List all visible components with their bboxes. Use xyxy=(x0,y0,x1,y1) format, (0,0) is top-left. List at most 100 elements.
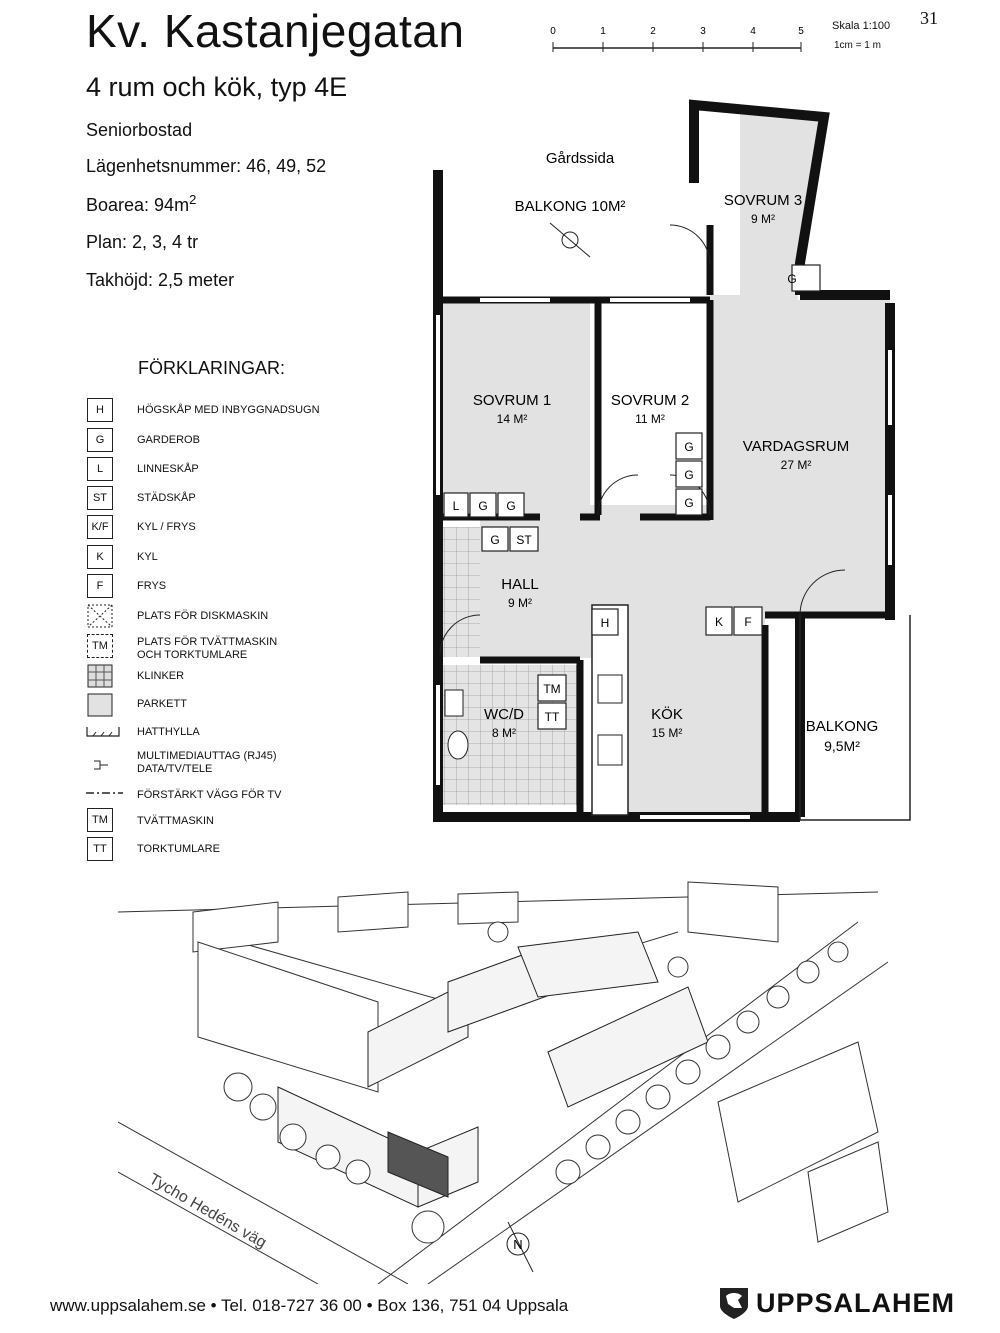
fixture-label: L xyxy=(453,499,460,513)
scale-tick: 5 xyxy=(798,26,804,37)
room-name: BALKONG xyxy=(806,718,879,735)
info-apartment-numbers: Lägenhetsnummer: 46, 49, 52 xyxy=(86,156,327,176)
legend-text: GARDEROB xyxy=(137,434,200,446)
sink xyxy=(597,734,623,766)
tree xyxy=(223,1072,253,1102)
info-area: Boarea: 94m2 xyxy=(86,192,196,216)
legend-symbol: G xyxy=(87,428,113,452)
legend-text: TVÄTTMASKIN xyxy=(137,815,215,827)
door-arc xyxy=(669,224,711,266)
tree xyxy=(411,1210,445,1244)
basin xyxy=(444,689,464,717)
tree xyxy=(345,1159,371,1185)
legend-symbol: TT xyxy=(87,837,113,861)
door-arc xyxy=(597,474,639,516)
room-name: HALL xyxy=(501,576,539,593)
room-name: SOVRUM 1 xyxy=(473,392,551,409)
room-name: WC/D xyxy=(484,706,524,723)
room-area: 9 M² xyxy=(508,596,532,610)
tree xyxy=(279,1123,307,1151)
housing-block xyxy=(517,931,659,998)
legend-symbol: F xyxy=(87,574,113,598)
fixture-label: TM xyxy=(543,682,560,696)
dishwasher-symbol xyxy=(87,604,113,628)
fixture-label: G xyxy=(787,272,796,286)
parquet-symbol xyxy=(87,693,113,717)
scale-bar: 0 1 2 3 4 5 xyxy=(550,26,804,52)
legend-text: PLATS FÖR TVÄTTMASKIN OCH TORKTUMLARE xyxy=(137,636,278,661)
north-arrow: N xyxy=(506,1221,534,1273)
north-label: N xyxy=(513,1237,522,1252)
scale-tick: 2 xyxy=(650,26,656,37)
multimedia-outlet-icon xyxy=(94,760,108,770)
building xyxy=(192,901,279,953)
room-area: 27 M² xyxy=(781,458,812,472)
building xyxy=(197,941,379,1093)
toilet xyxy=(447,730,469,760)
door-arc xyxy=(439,614,481,656)
fixture-label: H xyxy=(601,616,610,630)
legend-symbol: K xyxy=(87,545,113,569)
building xyxy=(807,1141,889,1243)
room-name: SOVRUM 2 xyxy=(611,392,689,409)
tree xyxy=(796,960,820,984)
footer-website[interactable]: www.uppsalahem.se xyxy=(50,1296,206,1315)
lion-icon xyxy=(720,1288,748,1319)
floor-plan: Gårdssida BALKONG 10M² SOVRUM 3 9 M² SOV… xyxy=(433,99,911,822)
legend-symbol: K/F xyxy=(87,515,113,539)
balcony-right-outline xyxy=(799,615,911,821)
road-edge xyxy=(427,961,889,1284)
legend-text: PARKETT xyxy=(137,698,187,710)
page-title: Kv. Kastanjegatan xyxy=(86,5,465,57)
legend-symbol: TM xyxy=(87,634,113,658)
tree xyxy=(615,1109,641,1135)
hat-shelf-symbol xyxy=(86,727,120,737)
legend-text: MULTIMEDIAUTTAG (RJ45) DATA/TV/TELE xyxy=(137,750,277,775)
legend-text: HATTHYLLA xyxy=(137,726,200,738)
scale-ratio: 1cm = 1 m xyxy=(834,40,881,51)
brand-logo: UPPSALAHEM xyxy=(718,1286,955,1320)
legend-text: KYL / FRYS xyxy=(137,521,196,533)
floor-tiles-hall xyxy=(442,527,480,657)
info-area-sup: 2 xyxy=(189,192,197,207)
compass-icon xyxy=(561,231,579,249)
fixture-label: G xyxy=(506,499,515,513)
footer-phone: Tel. 018-727 36 00 xyxy=(221,1296,362,1315)
legend-text: HÖGSKÅP MED INBYGGNADSUGN xyxy=(137,404,320,416)
tree xyxy=(487,921,509,943)
door-arc xyxy=(799,569,846,616)
scale-tick: 1 xyxy=(600,26,606,37)
room-name: SOVRUM 3 xyxy=(724,192,802,209)
north-circle xyxy=(506,1232,530,1256)
legend-symbol: TM xyxy=(87,808,113,832)
fixture-label: ST xyxy=(516,533,532,547)
tree xyxy=(827,941,849,963)
scale-tick: 0 xyxy=(550,26,556,37)
info-ceiling: Takhöjd: 2,5 meter xyxy=(86,270,235,290)
scale-label: Skala 1:100 xyxy=(832,20,891,32)
room-area: 8 M² xyxy=(492,726,516,740)
building xyxy=(717,1041,879,1203)
tree xyxy=(315,1144,341,1170)
room-area: 11 M² xyxy=(635,412,665,426)
housing-block xyxy=(367,981,469,1088)
room-name: KÖK xyxy=(651,705,683,723)
room-area: 9,5M² xyxy=(824,738,860,754)
highlighted-block xyxy=(387,1131,449,1198)
floor-parquet xyxy=(442,107,890,815)
footer-separator: • xyxy=(210,1296,217,1315)
site-illustration: N Tycho Hedéns väg xyxy=(118,881,889,1284)
north-arrow-line xyxy=(507,1221,534,1273)
building xyxy=(337,891,409,933)
info-floors: Plan: 2, 3, 4 tr xyxy=(86,232,199,252)
fixture-label: F xyxy=(744,615,751,629)
tree xyxy=(736,1010,760,1034)
footer-contact: www.uppsalahem.se • Tel. 018-727 36 00 •… xyxy=(50,1296,568,1316)
room-area: 9 M² xyxy=(751,212,775,226)
legend-symbol: ST xyxy=(87,486,113,510)
scale-tick: 3 xyxy=(700,26,706,37)
fixture-label: G xyxy=(684,496,693,510)
legend-text: PLATS FÖR DISKMASKIN xyxy=(137,610,269,622)
tree xyxy=(766,985,790,1009)
courtyard-label: Gårdssida xyxy=(546,150,615,167)
